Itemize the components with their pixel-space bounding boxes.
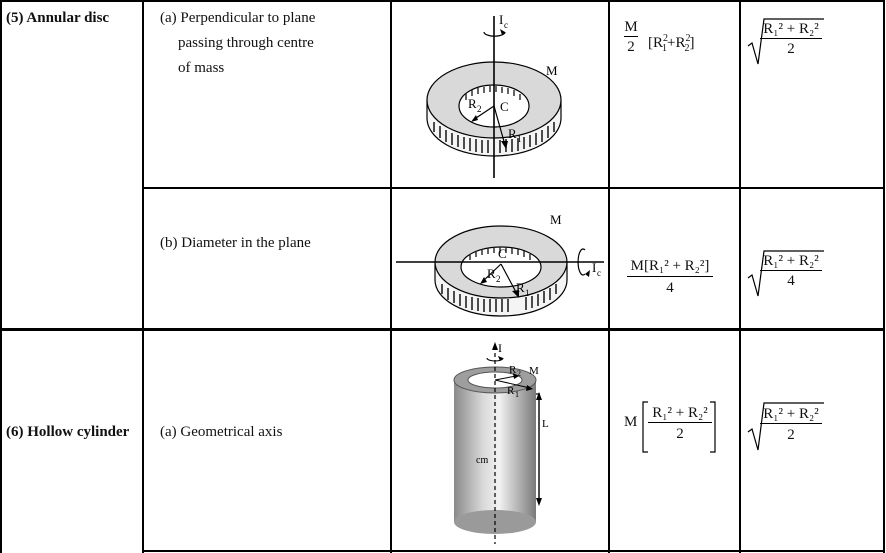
outer-radius-label: R — [516, 280, 525, 295]
moment-denominator: 2 — [676, 426, 684, 442]
mass-label: M — [550, 212, 562, 227]
table-border-top — [0, 0, 885, 2]
moment-denominator: 4 — [666, 280, 674, 296]
moment-numerator: M[R₁² + R₂²] — [630, 258, 710, 274]
body-name: (5) Annular disc — [6, 10, 110, 26]
outer-radius-subscript: 1 — [525, 288, 530, 298]
axis-label-subscript: c — [504, 20, 508, 30]
annular-disc-diameter-figure: I c M C R 2 R 1 — [396, 212, 604, 317]
gyration-numerator: R₁² + R₂² — [763, 21, 819, 37]
table-divider-moment — [739, 0, 741, 553]
outer-radius-label: R — [508, 126, 517, 141]
axis-label: I — [592, 260, 596, 275]
table-divider-axis — [390, 0, 392, 553]
radical-sign — [747, 250, 824, 297]
gyration-numerator: R₁² + R₂² — [763, 253, 819, 269]
table-divider-figure — [608, 0, 610, 553]
mass-label: M — [546, 63, 558, 78]
axis-description-line: of mass — [178, 60, 225, 76]
radius-of-gyration: R₁² + R₂² 2 — [760, 20, 822, 59]
row-divider-inner — [142, 187, 885, 189]
radius-of-gyration: R₁² + R₂² 4 — [760, 252, 822, 291]
axis-description-line: (b) Diameter in the plane — [160, 235, 311, 251]
annular-disc-perpendicular-figure: I c M C R 2 R 1 — [426, 12, 562, 178]
moment-bracket — [642, 401, 716, 453]
axis-description-line: (a) Perpendicular to plane — [160, 10, 316, 26]
axis-label-subscript: c — [597, 268, 601, 278]
moment-numerator: R₁² + R₂² — [652, 405, 708, 421]
moment-formula: M 2 — [624, 18, 638, 57]
axis-label: I — [498, 341, 502, 355]
centre-of-mass-label: cm — [476, 455, 488, 466]
outer-radius-subscript: 1 — [517, 134, 522, 144]
gyration-denominator: 2 — [787, 41, 795, 57]
hollow-cylinder-figure: I R 2 R 1 M L cm — [453, 341, 549, 544]
gyration-denominator: 4 — [787, 273, 795, 289]
inner-radius-label: R — [509, 364, 517, 376]
radius-of-gyration: R₁² + R₂² 2 — [760, 405, 822, 446]
table-divider-body — [142, 0, 144, 553]
centre-label: C — [498, 246, 507, 261]
axis-label: I — [499, 12, 503, 27]
mass-label: M — [529, 365, 539, 377]
axis-description-line: (a) Geometrical axis — [160, 424, 283, 440]
moment-formula: R₁² + R₂² 2 — [648, 404, 712, 445]
row-divider-section — [0, 328, 885, 331]
outer-radius-subscript: 1 — [515, 390, 519, 399]
inner-radius-subscript: 2 — [496, 274, 501, 284]
gyration-denominator: 2 — [787, 427, 795, 443]
inner-radius-label: R — [468, 96, 477, 111]
table-border-right — [883, 0, 885, 553]
gyration-numerator: R₁² + R₂² — [763, 406, 819, 422]
moment-prefix: M — [624, 414, 638, 430]
moment-formula: M[R₁² + R₂²] 4 — [627, 256, 713, 299]
radical-sign — [747, 402, 824, 451]
inner-radius-subscript: 2 — [477, 104, 482, 114]
centre-label: C — [500, 99, 509, 114]
outer-radius-label: R — [507, 385, 515, 397]
inner-radius-subscript: 2 — [517, 369, 521, 378]
axis-description-line: passing through centre — [178, 35, 314, 51]
table-border-left — [0, 0, 2, 553]
inner-radius-label: R — [487, 266, 496, 281]
radical-sign — [747, 18, 824, 65]
body-name: (6) Hollow cylinder — [6, 424, 130, 440]
moment-denominator: 2 — [627, 39, 635, 55]
moment-bracket-term: [R21+R22] — [648, 33, 695, 54]
length-label: L — [542, 418, 549, 430]
row-divider-bottom — [142, 550, 885, 552]
moment-numerator: M — [624, 19, 638, 35]
